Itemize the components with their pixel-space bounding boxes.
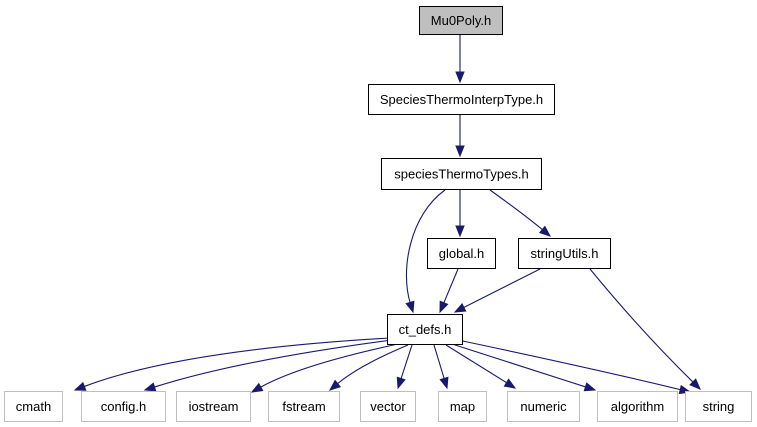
edge-speciesthermotypes-to-global xyxy=(455,190,465,238)
edge-ct-defs-to-cmath xyxy=(73,337,391,391)
arrow-head-icon xyxy=(689,378,701,390)
arrow-head-icon xyxy=(583,382,597,392)
node-box xyxy=(381,158,542,190)
arrow-head-icon xyxy=(503,378,517,389)
edge-line xyxy=(405,189,446,304)
edge-stringutils-to-ct-defs xyxy=(453,268,541,313)
node-box xyxy=(518,238,611,269)
node-label: map xyxy=(450,399,475,414)
arrow-head-icon xyxy=(538,225,552,237)
node-label: fstream xyxy=(282,399,325,414)
node-box xyxy=(387,314,463,345)
node-box xyxy=(438,391,487,422)
node-box xyxy=(268,391,340,422)
edges-layer xyxy=(73,35,701,395)
edge-line xyxy=(451,343,587,388)
edge-ct-defs-to-algorithm xyxy=(451,343,597,392)
node-global[interactable]: global.h xyxy=(427,238,496,269)
arrow-head-icon xyxy=(396,376,406,390)
node-vector: vector xyxy=(360,391,416,422)
arrow-head-icon xyxy=(439,376,449,390)
edge-line xyxy=(83,337,391,388)
edge-line xyxy=(442,268,459,304)
node-stringutils[interactable]: stringUtils.h xyxy=(518,238,611,269)
node-box xyxy=(176,391,251,422)
edge-speciesthermotypes-to-ct-defs xyxy=(405,189,446,314)
node-label: SpeciesThermoInterpType.h xyxy=(380,92,543,107)
edge-global-to-ct-defs xyxy=(439,268,459,314)
node-box xyxy=(427,238,496,269)
node-cmath: cmath xyxy=(4,391,63,422)
edge-line xyxy=(433,344,445,380)
edge-ct-defs-to-numeric xyxy=(445,344,517,389)
node-numeric: numeric xyxy=(507,391,580,422)
node-label: stringUtils.h xyxy=(531,246,599,261)
node-box xyxy=(4,391,63,422)
edge-speciesthermointerptype-to-speciesthermotypes xyxy=(455,115,465,158)
node-config: config.h xyxy=(81,391,166,422)
edge-line xyxy=(400,344,413,380)
edge-line xyxy=(259,343,399,389)
edge-line xyxy=(589,268,694,384)
node-label: algorithm xyxy=(611,399,664,414)
node-box xyxy=(360,391,416,422)
node-label: cmath xyxy=(16,399,51,414)
edge-speciesthermotypes-to-stringutils xyxy=(489,189,552,237)
arrow-head-icon xyxy=(455,225,465,238)
node-box xyxy=(368,84,555,115)
node-label: global.h xyxy=(439,246,485,261)
arrow-head-icon xyxy=(453,303,467,313)
node-ct-defs[interactable]: ct_defs.h xyxy=(387,314,463,345)
edge-mu0poly-to-speciesthermointerptype xyxy=(455,35,465,84)
edge-line xyxy=(336,344,409,385)
arrow-head-icon xyxy=(439,300,449,314)
edge-line xyxy=(462,268,541,309)
arrow-head-icon xyxy=(455,71,465,84)
node-box xyxy=(81,391,166,422)
node-label: iostream xyxy=(189,399,239,414)
node-map: map xyxy=(438,391,487,422)
arrow-head-icon xyxy=(250,382,264,393)
edge-ct-defs-to-config xyxy=(143,339,393,392)
edge-line xyxy=(445,344,508,384)
edge-line xyxy=(153,339,393,388)
node-label: speciesThermoTypes.h xyxy=(394,167,528,182)
node-box xyxy=(507,391,580,422)
edge-ct-defs-to-fstream xyxy=(328,344,409,391)
edge-ct-defs-to-iostream xyxy=(250,343,399,393)
arrow-head-icon xyxy=(143,382,157,392)
node-label: vector xyxy=(370,399,406,414)
edge-line xyxy=(457,339,682,391)
node-speciesthermointerptype[interactable]: SpeciesThermoInterpType.h xyxy=(368,84,555,115)
node-label: numeric xyxy=(520,399,567,414)
node-box xyxy=(685,391,752,422)
node-label: Mu0Poly.h xyxy=(431,13,491,28)
node-label: config.h xyxy=(101,399,147,414)
edge-stringutils-to-string xyxy=(589,268,701,390)
node-speciesthermotypes[interactable]: speciesThermoTypes.h xyxy=(381,158,542,190)
edge-ct-defs-to-map xyxy=(433,344,449,390)
arrow-head-icon xyxy=(455,145,465,158)
edge-ct-defs-to-string xyxy=(457,339,692,395)
node-box xyxy=(597,391,678,422)
node-fstream: fstream xyxy=(268,391,340,422)
edge-ct-defs-to-vector xyxy=(396,344,413,390)
arrow-head-icon xyxy=(405,300,415,314)
node-box xyxy=(419,6,503,35)
node-mu0poly[interactable]: Mu0Poly.h xyxy=(419,6,503,35)
arrow-head-icon xyxy=(328,379,342,391)
node-algorithm: algorithm xyxy=(597,391,678,422)
node-iostream: iostream xyxy=(176,391,251,422)
node-string: string xyxy=(685,391,752,422)
node-label: string xyxy=(703,399,735,414)
edge-line xyxy=(489,189,544,231)
arrow-head-icon xyxy=(73,381,87,391)
node-label: ct_defs.h xyxy=(399,322,452,337)
